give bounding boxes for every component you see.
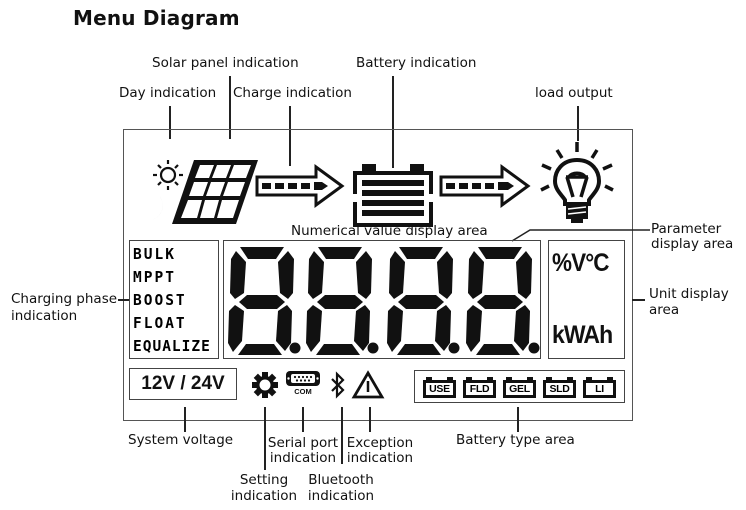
units-bottom: kWAh (552, 321, 613, 349)
label-setting-1: Setting (239, 472, 289, 488)
label-battery-type: Battery type area (456, 432, 575, 448)
gear-icon (252, 372, 278, 398)
label-unit-display-1: Unit display (649, 286, 729, 302)
com-label: COM (294, 387, 312, 396)
sun-icon (153, 160, 183, 190)
leader-charge (289, 106, 291, 166)
label-serial-port-2: indication (269, 450, 337, 466)
label-exception-1: Exception (346, 435, 414, 451)
label-day: Day indication (119, 85, 217, 101)
label-solar-panel: Solar panel indication (152, 55, 299, 71)
leader-system-voltage (184, 407, 186, 432)
label-load-output: load output (535, 85, 613, 101)
phase-boost: BOOST (133, 292, 187, 310)
leader-setting (264, 407, 266, 470)
battery-type-fld: FLD (463, 377, 496, 398)
battery-type-li: LI (583, 377, 616, 398)
units-top: %V°C (552, 249, 610, 277)
numerical-display (223, 240, 541, 359)
label-bluetooth-2: indication (307, 488, 375, 504)
label-serial-port-1: Serial port (267, 435, 339, 451)
phase-bulk: BULK (133, 246, 176, 264)
leader-solar (229, 76, 231, 139)
leader-battery (392, 76, 394, 168)
charging-phase-panel: BULK MPPT BOOST FLOAT EQUALIZE (129, 240, 219, 359)
load-arrow-icon (439, 164, 531, 208)
leader-bluetooth (341, 407, 343, 464)
label-parameter-1: Parameter (651, 221, 722, 237)
label-system-voltage: System voltage (128, 432, 234, 448)
phase-equalize: EQUALIZE (133, 338, 211, 356)
leader-exception (369, 407, 371, 432)
battery-icon (352, 164, 434, 227)
label-unit-display-2: area (649, 302, 680, 318)
battery-type-panel: USE FLD GEL SLD LI (414, 370, 625, 403)
battery-type-use: USE (423, 377, 456, 398)
battery-type-gel: GEL (503, 377, 536, 398)
leader-serial-port (302, 407, 304, 432)
day-night-icon (140, 160, 183, 221)
moon-icon (140, 193, 163, 221)
lcd-frame (123, 129, 633, 421)
leader-day (169, 106, 171, 139)
phase-float: FLOAT (133, 315, 187, 333)
leader-charging-phase (118, 299, 129, 301)
label-numerical-value: Numerical value display area (291, 223, 488, 239)
label-parameter-2: display area (651, 236, 734, 252)
leader-load (577, 106, 579, 141)
solar-panel-icon (172, 160, 258, 224)
charge-arrow-icon (255, 164, 345, 208)
label-charging-phase-1: Charging phase (11, 291, 118, 307)
label-battery: Battery indication (356, 55, 477, 71)
unit-display-panel: %V°C kWAh (548, 240, 625, 359)
phase-mppt: MPPT (133, 269, 176, 287)
leader-battery-type (517, 407, 519, 432)
light-bulb-icon (540, 142, 614, 223)
label-setting-2: indication (230, 488, 298, 504)
label-exception-2: indication (346, 450, 414, 466)
label-charging-phase-2: indication (11, 308, 78, 324)
diagram-title: Menu Diagram (73, 6, 240, 30)
serial-port-icon (286, 371, 320, 386)
leader-parameter (511, 229, 650, 242)
label-charge: Charge indication (233, 85, 352, 101)
warning-icon (351, 370, 385, 399)
label-bluetooth-1: Bluetooth (308, 472, 374, 488)
seven-segment-digits (228, 247, 540, 355)
battery-type-sld: SLD (543, 377, 576, 398)
system-voltage-indicator: 12V / 24V (129, 368, 237, 400)
bluetooth-icon (331, 371, 345, 399)
leader-unit-display (632, 299, 645, 301)
